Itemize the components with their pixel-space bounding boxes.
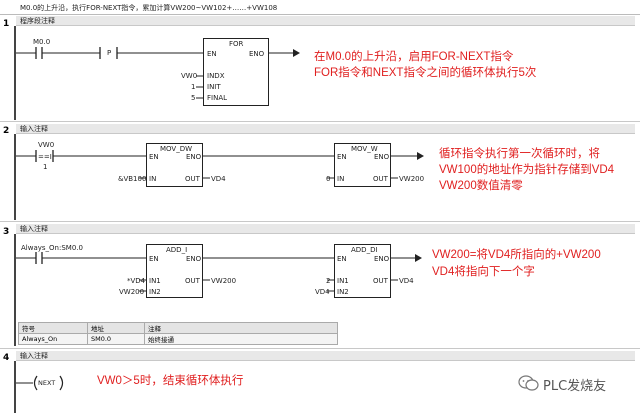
add-di-block[interactable]	[334, 244, 391, 298]
network-3-separator	[0, 348, 640, 349]
for-indx-pin: INDX	[207, 72, 225, 80]
network-2-contact-label[interactable]: VW0	[38, 141, 55, 149]
watermark-text: PLC发烧友	[543, 379, 607, 394]
mov-dw-title: MOV_DW	[160, 145, 193, 153]
add-i-title: ADD_I	[166, 246, 188, 254]
add-di-in2-pin: IN2	[337, 288, 349, 296]
add-i-in2-pin: IN2	[149, 288, 161, 296]
mov-w-out-pin: OUT	[373, 175, 388, 183]
network-2-annotation-line-2: VW100的地址作为指针存储到VD4	[439, 164, 615, 176]
network-4-power-rail	[14, 361, 16, 413]
symbol-table-header-address: 地址	[87, 322, 145, 334]
mov-w-out-value[interactable]: VW200	[399, 175, 425, 183]
symbol-table-header-symbol: 符号	[18, 322, 88, 334]
symbol-table-cell-address: SM0.0	[87, 333, 145, 345]
symbol-table-header-comment: 注释	[144, 322, 338, 334]
network-1-power-rail	[14, 26, 16, 120]
symbol-table: 符号 地址 注释 Always_On SM0.0 始终接通	[18, 322, 338, 345]
add-di-en-pin: EN	[337, 255, 347, 263]
network-2-power-rail	[14, 134, 16, 220]
for-en-pin: EN	[207, 50, 217, 58]
mov-w-title: MOV_W	[351, 145, 378, 153]
for-block-title: FOR	[229, 40, 244, 48]
add-i-in1-pin: IN1	[149, 277, 161, 285]
add-i-block[interactable]	[146, 244, 203, 298]
for-init-value[interactable]: 1	[191, 83, 196, 91]
network-3-number: 3	[3, 227, 10, 237]
mov-dw-eno-pin: ENO	[186, 153, 202, 161]
network-2-ladder	[16, 150, 424, 179]
network-4-ladder	[16, 375, 64, 391]
symbol-table-cell-symbol: Always_On	[18, 333, 88, 345]
add-i-en-pin: EN	[149, 255, 159, 263]
add-i-out-pin: OUT	[185, 277, 200, 285]
add-i-in1-value[interactable]: *VD4	[127, 277, 146, 285]
mov-dw-out-pin: OUT	[185, 175, 200, 183]
network-1-ladder	[16, 47, 300, 99]
for-final-value[interactable]: 5	[191, 94, 196, 102]
add-di-title: ADD_DI	[351, 246, 378, 254]
network-2-annotation-line-3: VW200数值清零	[439, 180, 523, 192]
top-comment[interactable]: M0.0的上升沿，执行FOR-NEXT指令，累加计算VW200~VW102+………	[20, 4, 278, 12]
network-2-comment[interactable]: 输入注释	[20, 125, 48, 133]
for-indx-value[interactable]: VW0	[181, 72, 198, 80]
add-di-in2-value[interactable]: VD4	[315, 288, 330, 296]
mov-w-block[interactable]	[334, 143, 391, 187]
for-init-pin: INIT	[207, 83, 221, 91]
network-2-compare-op: ==I	[38, 153, 52, 161]
top-comment-bar	[0, 0, 640, 15]
mov-dw-in-pin: IN	[149, 175, 157, 183]
network-3-annotation-line-1: VW200=将VD4所指向的+VW200	[432, 249, 601, 261]
network-1-number: 1	[3, 19, 10, 29]
mov-dw-in-value[interactable]: &VB100	[118, 175, 147, 183]
network-1-contact-label[interactable]: M0.0	[33, 38, 51, 46]
network-4-annotation: VW0＞5时，结束循环体执行	[97, 375, 244, 387]
network-3-power-rail	[14, 234, 16, 346]
mov-w-en-pin: EN	[337, 153, 347, 161]
add-i-in2-value[interactable]: VW200	[119, 288, 145, 296]
add-di-eno-pin: ENO	[374, 255, 390, 263]
add-di-in1-value[interactable]: 2	[326, 277, 331, 285]
add-di-in1-pin: IN1	[337, 277, 349, 285]
wechat-icon	[518, 375, 539, 391]
mov-w-in-value[interactable]: 0	[326, 175, 331, 183]
for-block[interactable]	[203, 38, 269, 106]
network-1-p-symbol: P	[107, 49, 112, 57]
mov-w-in-pin: IN	[337, 175, 345, 183]
add-di-out-pin: OUT	[373, 277, 388, 285]
network-1-separator	[0, 121, 640, 122]
network-1-comment[interactable]: 程序段注释	[20, 17, 55, 25]
symbol-table-row[interactable]: Always_On SM0.0 始终接通	[18, 333, 338, 345]
network-3-contact-label[interactable]: Always_On:SM0.0	[21, 244, 83, 252]
network-3-ladder	[16, 252, 422, 292]
network-1-annotation-line-2: FOR指令和NEXT指令之间的循环体执行5次	[314, 67, 537, 79]
symbol-table-cell-comment: 始终接通	[144, 333, 338, 345]
mov-dw-out-value[interactable]: VD4	[211, 175, 226, 183]
network-2-number: 2	[3, 126, 10, 136]
network-2-header[interactable]	[16, 124, 635, 134]
network-2-annotation-line-1: 循环指令执行第一次循环时，将	[439, 148, 600, 160]
next-coil-label[interactable]: NEXT	[38, 379, 56, 387]
for-final-pin: FINAL	[207, 94, 228, 102]
network-4-header[interactable]	[16, 351, 635, 361]
network-2-separator	[0, 221, 640, 222]
network-3-annotation-line-2: VD4将指向下一个字	[432, 266, 535, 278]
network-1-header[interactable]	[16, 16, 635, 26]
mov-dw-en-pin: EN	[149, 153, 159, 161]
network-3-header[interactable]	[16, 224, 635, 234]
mov-w-eno-pin: ENO	[374, 153, 390, 161]
mov-dw-block[interactable]	[146, 143, 203, 187]
network-3-comment[interactable]: 输入注释	[20, 225, 48, 233]
add-di-out-value[interactable]: VD4	[399, 277, 414, 285]
network-1-annotation-line-1: 在M0.0的上升沿，启用FOR-NEXT指令	[314, 51, 514, 63]
network-2-compare-value[interactable]: 1	[43, 163, 48, 171]
network-4-comment[interactable]: 输入注释	[20, 352, 48, 360]
network-4-number: 4	[3, 353, 10, 363]
add-i-out-value[interactable]: VW200	[211, 277, 237, 285]
for-eno-pin: ENO	[249, 50, 265, 58]
add-i-eno-pin: ENO	[186, 255, 202, 263]
